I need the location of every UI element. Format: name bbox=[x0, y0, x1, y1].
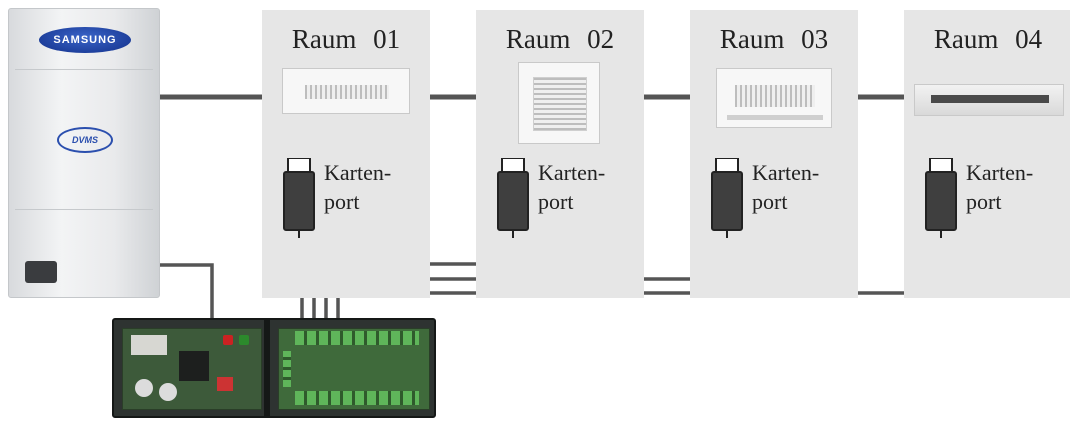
card-port-label: Karten- port bbox=[324, 160, 392, 214]
room-title: Raum 04 bbox=[933, 24, 1043, 54]
card-reader-icon bbox=[925, 158, 957, 238]
card-reader-icon bbox=[497, 158, 529, 238]
pcb-left bbox=[122, 328, 262, 410]
dvm-logo: DVMS bbox=[57, 127, 113, 153]
outdoor-unit: SAMSUNG DVMS bbox=[8, 8, 160, 298]
ceiling-cassette-2way-unit bbox=[716, 68, 832, 128]
room-panel-04: Raum 04 Karten- port bbox=[904, 10, 1070, 298]
pcb-right bbox=[278, 328, 430, 410]
card-reader-icon bbox=[711, 158, 743, 238]
room-panel-03: Raum 03 Karten- port bbox=[690, 10, 858, 298]
wire-outdoor-controller bbox=[160, 263, 214, 322]
room-panel-02: Raum 02 Karten- port bbox=[476, 10, 644, 298]
card-reader-icon bbox=[283, 158, 315, 238]
ceiling-cassette-4way-unit bbox=[518, 62, 600, 144]
room-panel-01: Raum 01 Karten- port bbox=[262, 10, 430, 298]
duct-unit bbox=[914, 84, 1064, 116]
room-title: Raum 02 bbox=[505, 24, 615, 54]
room-title: Raum 03 bbox=[719, 24, 829, 54]
outdoor-grille bbox=[25, 261, 57, 283]
samsung-logo: SAMSUNG bbox=[39, 27, 131, 53]
card-port-label: Karten- port bbox=[538, 160, 606, 214]
ceiling-cassette-1way-unit bbox=[282, 68, 410, 114]
controller-board bbox=[112, 318, 436, 418]
card-port-label: Karten- port bbox=[966, 160, 1034, 214]
card-port-label: Karten- port bbox=[752, 160, 820, 214]
room-title: Raum 01 bbox=[291, 24, 401, 54]
